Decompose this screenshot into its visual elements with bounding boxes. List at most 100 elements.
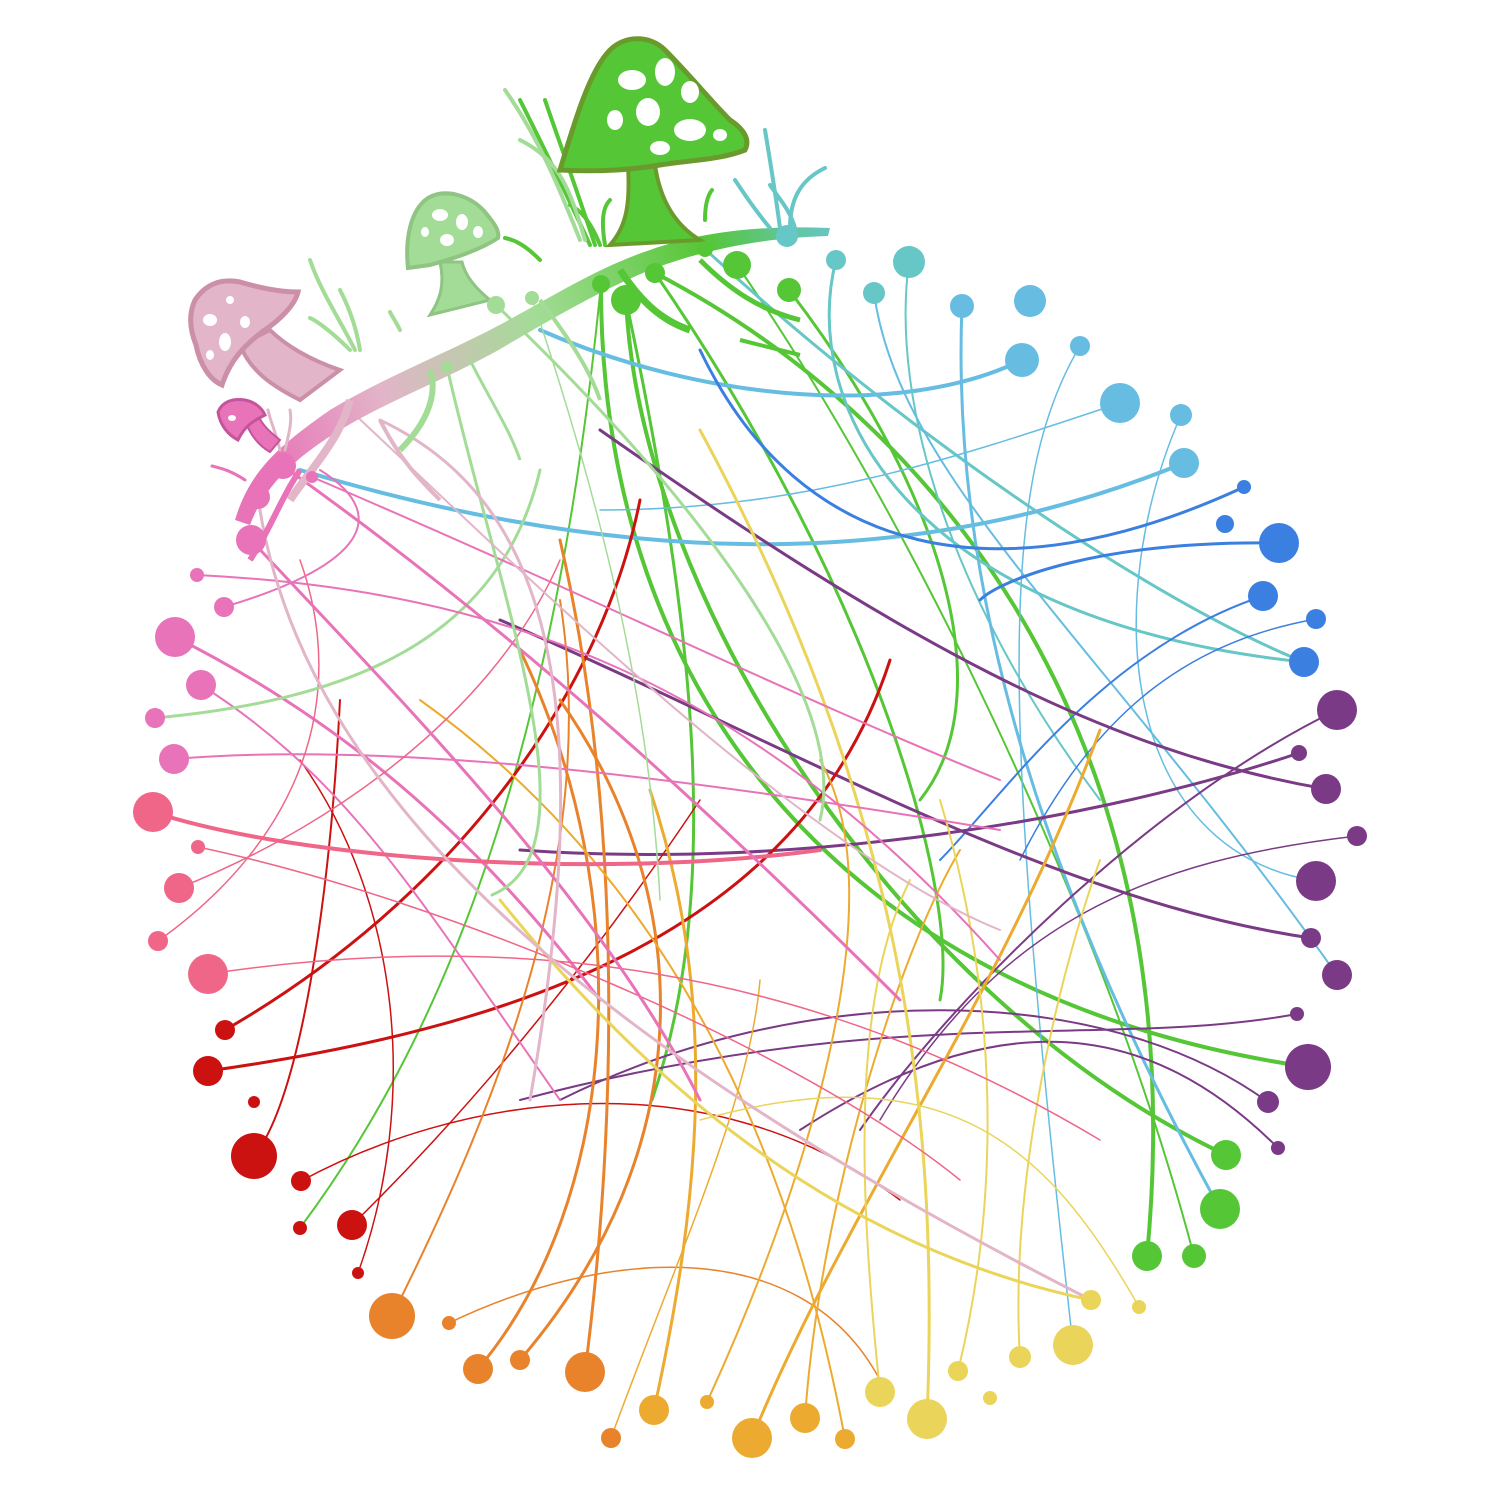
mycelium-thread [419, 699, 846, 1440]
mycelium-thread [598, 428, 1328, 791]
light-green-mushroom [405, 191, 501, 318]
root-tendril [538, 298, 602, 401]
mycelium-thread [299, 759, 395, 1274]
network-node [863, 282, 885, 304]
network-node [352, 1267, 364, 1279]
small-magenta-mushroom [216, 398, 282, 454]
network-node [639, 1395, 669, 1425]
mycelium-thread [698, 428, 931, 1421]
network-node [950, 294, 974, 318]
network-node [1289, 647, 1319, 677]
network-node [1306, 609, 1326, 629]
mycelium-thread [300, 1102, 901, 1201]
network-node [1301, 928, 1321, 948]
network-node [191, 840, 205, 854]
network-node [148, 931, 168, 951]
mycelium-thread [196, 574, 1001, 961]
network-node [293, 1221, 307, 1235]
mycelium-thread [448, 1266, 881, 1381]
root-tendril [468, 359, 522, 461]
mycelium-thread [519, 1013, 1298, 1101]
network-node [1100, 383, 1140, 423]
mycelium-thread [879, 835, 1358, 1121]
network-node [1070, 336, 1090, 356]
mycelium-thread [653, 271, 1156, 1258]
grass-tuft-teal [733, 128, 827, 230]
network-node [1182, 1244, 1206, 1268]
network-node [865, 1377, 895, 1407]
network-node [236, 525, 266, 555]
mycelium-thread [538, 328, 1024, 398]
network-node [723, 251, 751, 279]
network-node [1081, 1290, 1101, 1310]
network-node [442, 1316, 456, 1330]
mycelium-thread [787, 288, 959, 802]
network-node [1014, 285, 1046, 317]
network-node [164, 873, 194, 903]
root-tendril [378, 419, 442, 502]
mycelium-thread [223, 469, 360, 608]
mushrooms [188, 36, 750, 454]
network-node [907, 1399, 947, 1439]
network-node [463, 1354, 493, 1384]
mushroom-cap [188, 278, 302, 389]
network-node [1291, 745, 1307, 761]
mushroom-stem [426, 260, 494, 318]
mycelium-thread [299, 283, 602, 1229]
network-node [337, 1210, 367, 1240]
network-node [732, 1418, 772, 1458]
network-node [215, 1020, 235, 1040]
network-node [270, 453, 296, 479]
network-node [145, 708, 165, 728]
mycelium-thread [559, 1009, 1269, 1103]
network-node [1005, 343, 1039, 377]
mycelium-thread [736, 264, 1195, 1257]
mycelium-thread [699, 1096, 1140, 1308]
mycelium-thread [151, 810, 822, 867]
network-node [1296, 861, 1336, 901]
mycelium-thread [256, 495, 1093, 1302]
network-node [790, 1403, 820, 1433]
root-tendril [698, 258, 801, 323]
mushroom-stem [243, 413, 282, 454]
mushroom-stem [237, 327, 345, 403]
network-node [645, 263, 665, 283]
mushroom-cap [216, 398, 267, 443]
mycelium-thread [476, 648, 601, 1371]
network-node [248, 1096, 260, 1108]
mycelium-thread [939, 799, 989, 1372]
network-node [601, 1428, 621, 1448]
mycelium-thread [223, 498, 642, 1032]
mycelium-thread [1017, 859, 1101, 1358]
network-node [193, 1056, 223, 1086]
pink-mushroom [188, 278, 345, 403]
large-green-mushroom [556, 36, 750, 248]
mycelium-thread [498, 898, 1093, 1302]
mycelium-thread [653, 271, 945, 1002]
network-node [133, 792, 173, 832]
network-node [697, 241, 713, 257]
network-node [1053, 1325, 1093, 1365]
network-node [246, 485, 270, 509]
network-node [983, 1391, 997, 1405]
mushroom-spots [607, 58, 727, 155]
network-node [1322, 960, 1352, 990]
root-tendril [617, 268, 692, 334]
network-node [186, 670, 216, 700]
mushroom-stem [605, 163, 707, 248]
network-node [835, 1429, 855, 1449]
mycelium-thread [445, 365, 542, 897]
network-node [441, 361, 453, 373]
network-node [487, 296, 505, 314]
network-node [214, 597, 234, 617]
network-node [826, 250, 846, 270]
mycelium-thread [873, 292, 1338, 976]
network-node [231, 1133, 277, 1179]
mushroom-spots [421, 209, 483, 246]
network-node [1317, 690, 1357, 730]
mycelium-thread [200, 684, 561, 1101]
grass-sprouts [210, 88, 827, 482]
mycelium-thread [531, 297, 661, 901]
mycelium-thread [863, 879, 911, 1393]
network-node [1009, 1346, 1031, 1368]
